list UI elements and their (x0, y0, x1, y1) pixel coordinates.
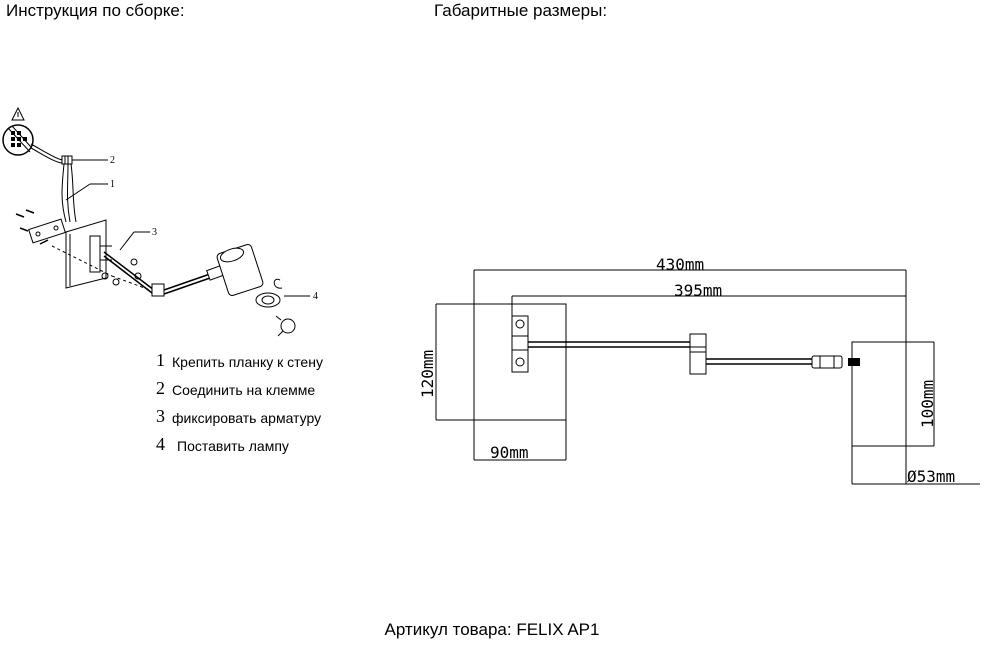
wiring-badge-icon (2, 124, 34, 156)
assembly-instructions-title: Инструкция по сборке: (6, 1, 185, 20)
bulb-icon (275, 315, 296, 337)
wall-base-outline (473, 303, 567, 421)
callout-3: 3 (152, 227, 157, 238)
step-text: Соединить на клемме (172, 382, 316, 398)
dim-arm-length: 395mm (674, 281, 722, 300)
lamp-shade-outline (851, 341, 907, 447)
step-number: 2 (156, 378, 165, 398)
step-text: Крепить планку к стену (172, 354, 323, 370)
lamp-head (216, 244, 281, 308)
dim-overall-length: 430mm (656, 255, 704, 274)
dim-base-height: 120mm (418, 350, 437, 398)
dim-shade-height: 100mm (918, 380, 937, 428)
bracket-joint (511, 315, 529, 373)
dimensions-title: Габаритные размеры: (434, 1, 608, 20)
step-text: фиксировать арматуру (172, 410, 322, 426)
step-number: 4 (156, 434, 165, 454)
dimension-drawing: 430mm 395mm 120mm 90mm (418, 255, 980, 486)
article-number: Артикул товара: FELIX AP1 (384, 620, 600, 639)
step-number: 1 (156, 350, 165, 370)
lamp-neck (811, 355, 843, 369)
terminal-block (61, 155, 73, 165)
assembly-drawing: 2 1 3 4 (2, 106, 318, 337)
step-number: 3 (156, 406, 165, 426)
callout-4: 4 (313, 291, 318, 302)
callout-1: 1 (110, 179, 115, 190)
dim-base-width: 90mm (490, 443, 529, 462)
callout-2: 2 (110, 155, 115, 166)
warning-icon (11, 106, 25, 121)
arm-joint (689, 333, 707, 375)
screw-icons (15, 209, 49, 245)
mounting-plate (28, 218, 66, 244)
step-text: Поставить лампу (177, 438, 289, 454)
dim-shade-diameter: Ø53mm (907, 467, 955, 486)
